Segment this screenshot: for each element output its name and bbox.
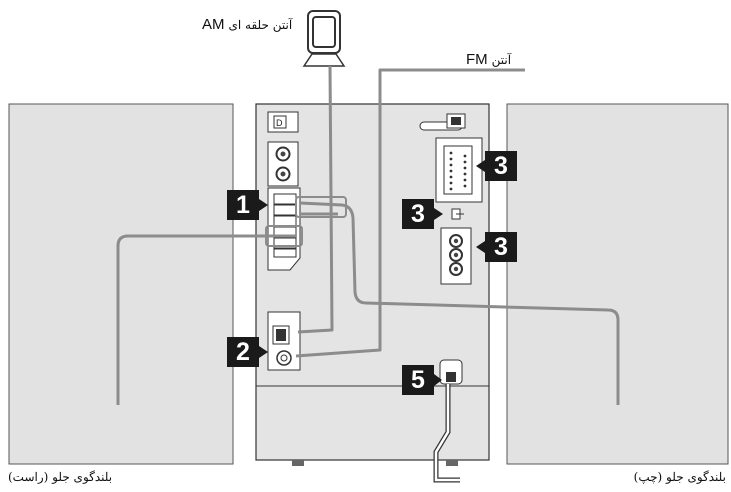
scart-connector [435,137,483,203]
am-band-text: AM [202,16,225,33]
terminal-highlight-left [265,225,303,247]
fm-antenna-text: آنتن [491,53,512,67]
left-speaker-label: بلندگوی جلو (چپ) [633,470,726,484]
usb-port [419,113,466,131]
callout-3-video: 3 [485,232,517,262]
digital-port: D [267,111,299,133]
video-output-jacks [440,227,472,285]
callout-2: 2 [227,337,259,367]
ac-power-cord [433,359,463,483]
left-front-speaker [506,103,729,465]
am-antenna-label: AM آنتن حلقه ای [202,16,292,33]
svg-text:D: D [276,118,283,128]
terminal-highlight-right [295,196,347,218]
callout-5: 5 [402,365,434,395]
right-front-speaker [8,103,234,465]
am-antenna-text: آنتن حلقه ای [228,18,293,32]
am-loop-antenna [302,10,346,67]
fm-band-text: FM [466,51,488,68]
callout-1: 1 [227,190,259,220]
connection-cables [116,65,620,405]
audio-in-jacks [267,141,299,187]
antenna-terminals [267,311,301,371]
speaker-terminals [267,187,301,271]
callout-3-switch: 3 [402,199,434,229]
right-speaker-label: بلندگوی جلو (راست) [8,470,113,484]
video-switch [451,208,464,220]
callout-3-scart: 3 [485,151,517,181]
fm-antenna-label: FM آنتن [466,51,511,68]
